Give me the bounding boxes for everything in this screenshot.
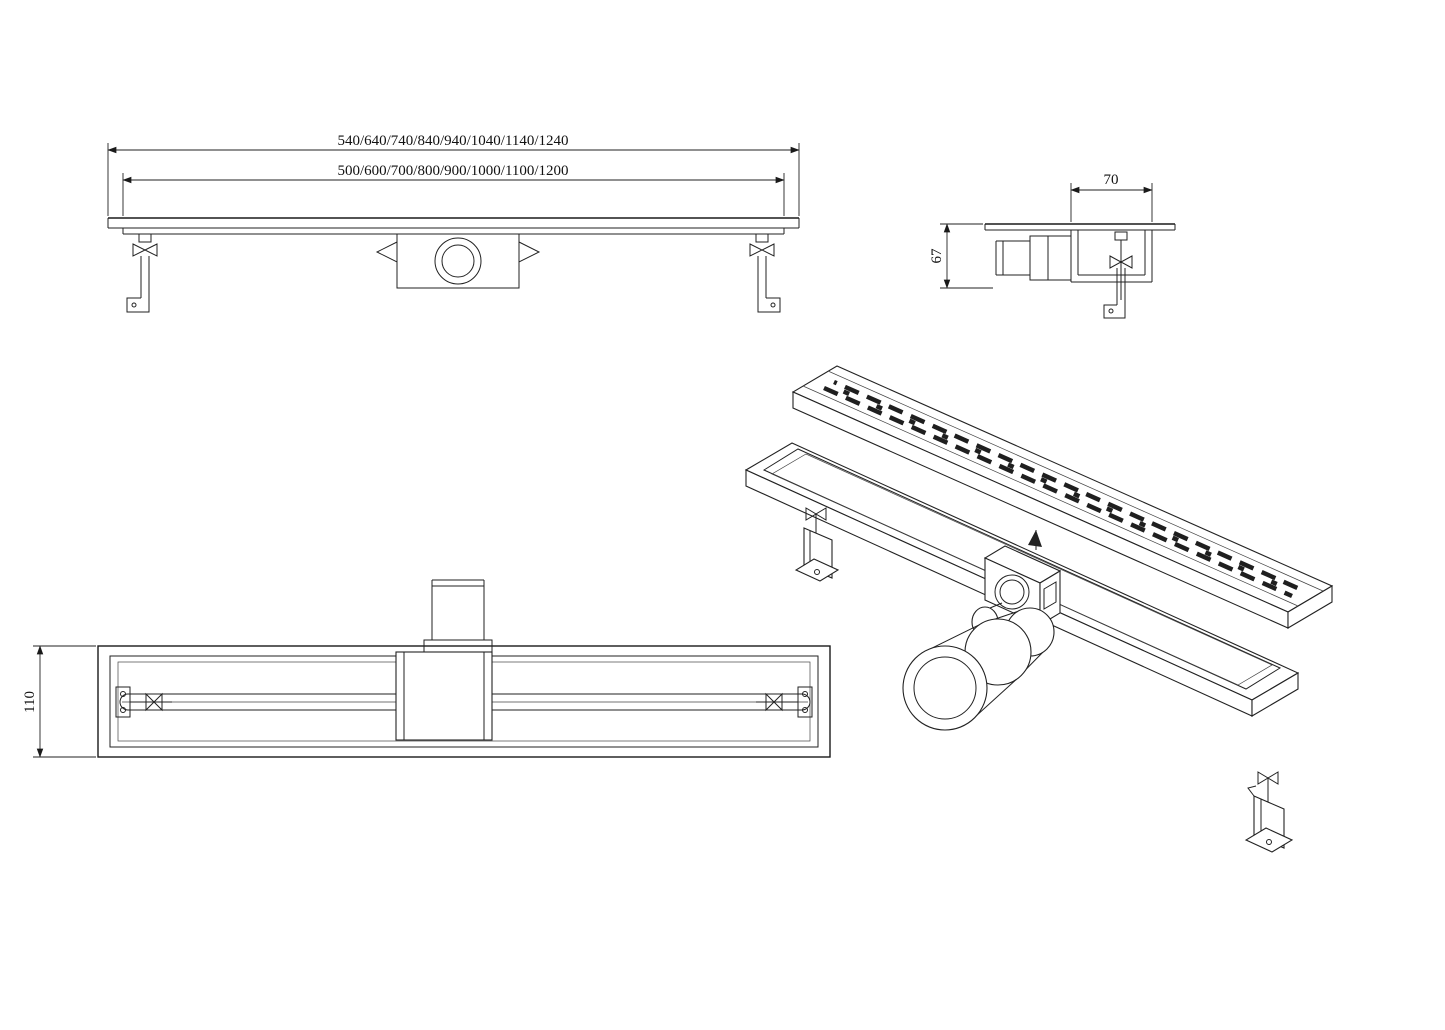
iso-bracket-left [794,507,840,582]
plan-clamp-right [756,686,813,718]
grate-slots-row [833,379,1303,593]
channel-body [107,217,800,235]
dimension-label: 67 [929,248,945,264]
side-outlet-pipe [995,235,1071,281]
grate [791,365,1334,629]
flow-direction-flag [1028,530,1042,547]
side-view: 70 67 [929,172,1176,319]
mounting-bracket-right [749,233,781,313]
width-70-dimension: 70 [1070,172,1153,222]
plan-view: 110 [22,579,831,758]
isometric-view [744,365,1334,853]
plan-drain-housing [395,579,493,741]
drain-outlet-circle [434,237,482,285]
outlet-cylinder [902,607,1055,731]
dimension-label: 70 [1104,172,1119,188]
grate-slots-row [823,385,1293,599]
plan-outlet-cylinder [423,579,493,653]
mounting-bracket-left [126,233,158,313]
plan-clamp-left [115,686,172,718]
drain-outlet [375,233,541,289]
side-profile [984,223,1176,283]
housing-outlet-circle [994,574,1030,610]
iso-bracket-right [1244,771,1294,853]
height-67-dimension: 67 [929,223,993,289]
dimension-label: 500/600/700/800/900/1000/1100/1200 [337,163,568,179]
width-110-dimension: 110 [22,645,96,758]
side-mounting-bracket [1103,231,1133,319]
front-view: 540/640/740/840/940/1040/1140/1240 500/6… [107,133,800,313]
dimension-label: 540/640/740/840/940/1040/1140/1240 [337,133,568,149]
channel-length-dimension: 500/600/700/800/900/1000/1100/1200 [122,163,785,216]
dimension-label: 110 [22,691,38,713]
total-length-dimension: 540/640/740/840/940/1040/1140/1240 [107,133,800,216]
